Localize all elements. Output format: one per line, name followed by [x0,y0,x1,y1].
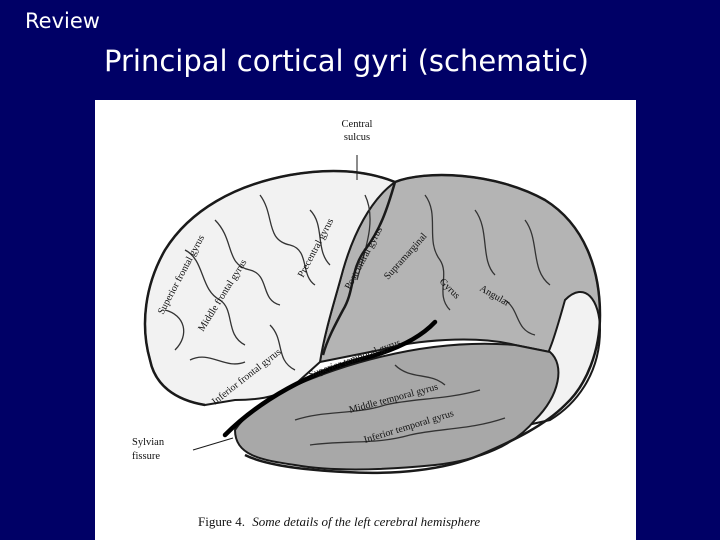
brain-figure: Central sulcus Sylvian fissure Superior … [95,100,636,540]
figure-caption: Figure 4. Some details of the left cereb… [198,514,480,529]
central-sulcus [321,181,397,356]
cortex-outline [143,169,602,475]
slide-title: Principal cortical gyri (schematic) [104,44,589,78]
sulci-lines [164,194,551,446]
caption-text: Some details of the left cerebral hemisp… [252,514,480,529]
sylvian-label-2: fissure [132,451,160,462]
central-sulcus-label-2: sulcus [344,132,370,143]
sylvian-pointer [192,437,234,451]
section-label: Review [25,9,100,33]
sylvian-fissure [222,319,438,438]
central-sulcus-label-1: Central [342,119,373,130]
brain-diagram: Central sulcus Sylvian fissure Superior … [132,119,602,529]
temporal-lobe [233,342,560,471]
sylvian-label-1: Sylvian [132,437,165,448]
caption-prefix: Figure 4. [198,514,245,529]
